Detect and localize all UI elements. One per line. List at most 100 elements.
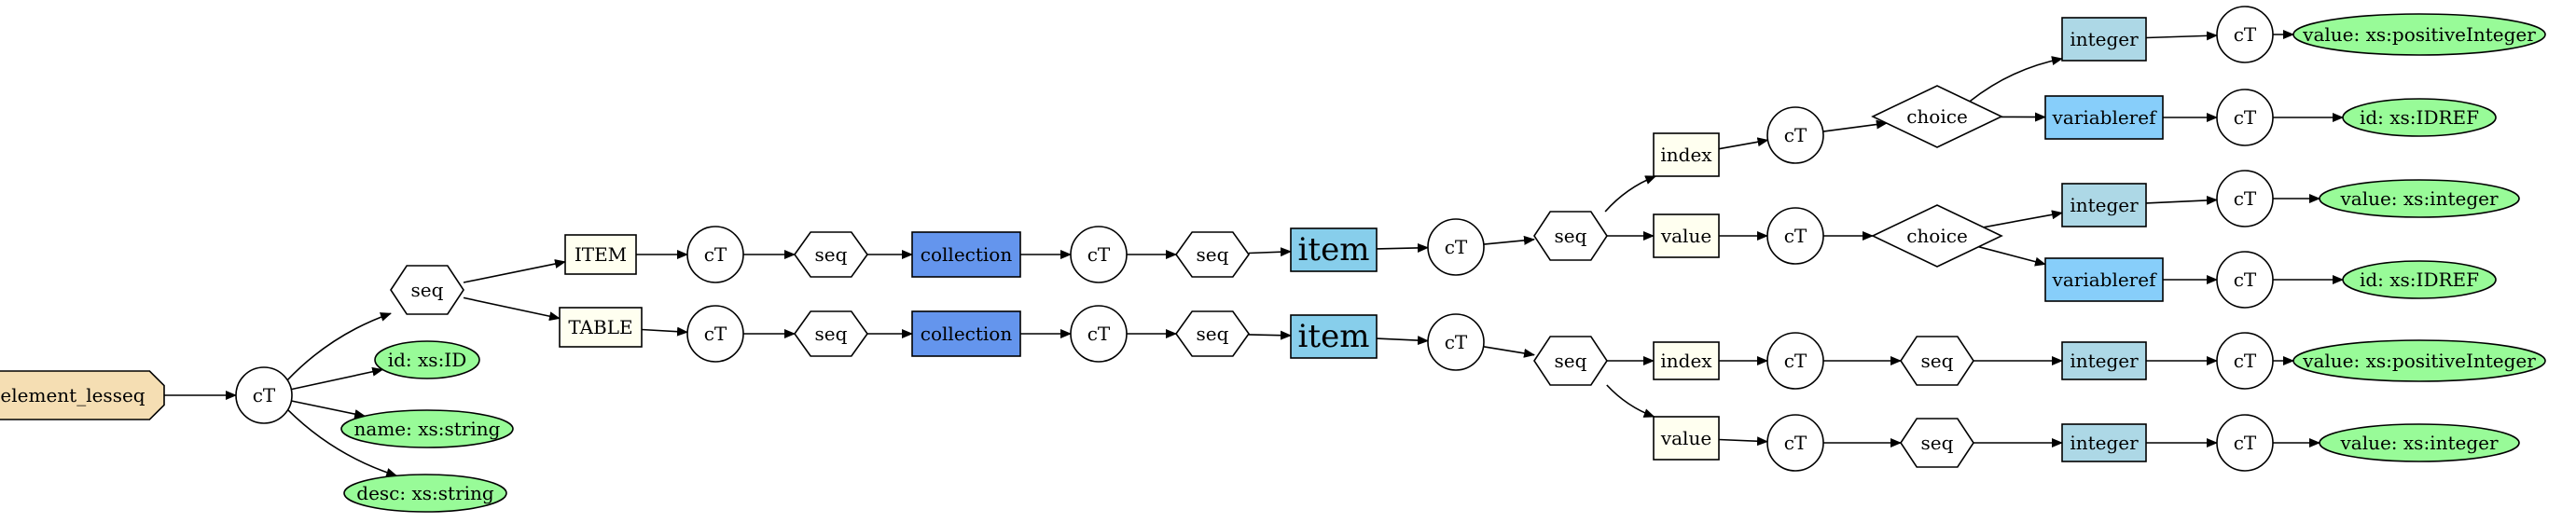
node-seq4: seq: [794, 310, 868, 357]
node-ct11-label: cT: [1087, 323, 1111, 345]
node-coll1: collection: [911, 231, 1021, 278]
node-ct12-label: cT: [1445, 331, 1468, 353]
node-ct16-shape: [2216, 414, 2274, 472]
node-valD-label: value: xs:integer: [2339, 432, 2499, 454]
node-ct4-label: cT: [1784, 124, 1807, 146]
node-ct12: cT: [1427, 313, 1485, 371]
node-intC-label: integer: [2070, 350, 2139, 372]
node-intC: integer: [2061, 341, 2147, 380]
node-attrDesc-shape: [343, 474, 507, 513]
node-ct3: cT: [1427, 218, 1485, 276]
node-ct9: cT: [2216, 251, 2274, 309]
node-valueB-shape: [1653, 416, 1720, 461]
node-ct7: cT: [1766, 207, 1824, 265]
node-varA-shape: [2044, 95, 2164, 140]
node-ct16: cT: [2216, 414, 2274, 472]
edge-choiceB-to-intB: [1983, 210, 2063, 228]
node-seq3: seq: [1533, 211, 1608, 261]
node-seq6: seq: [1533, 336, 1608, 386]
node-seq1: seq: [794, 231, 868, 278]
node-coll2-shape: [911, 310, 1021, 357]
node-choiceB: choice: [1871, 204, 2003, 268]
edge-itemB-to-ct12: [1376, 336, 1429, 346]
node-valD-shape: [2319, 423, 2520, 462]
node-itemA-label: item: [1298, 231, 1370, 268]
node-attrName-shape: [340, 409, 514, 448]
node-ct7-shape: [1766, 207, 1824, 265]
node-attrId-shape: [374, 340, 480, 379]
node-idB-label: id: xs:IDREF: [2360, 268, 2479, 291]
node-valB: value: xs:integer: [2319, 179, 2520, 218]
edge-intA-to-ct5: [2145, 31, 2218, 41]
edge-choiceA-to-intA: [1969, 56, 2063, 103]
node-valueB: value: [1653, 416, 1720, 461]
edge-seq2-to-itemA: [1248, 247, 1292, 257]
node-ct13-shape: [1766, 332, 1824, 390]
node-itemB-label: item: [1298, 318, 1370, 355]
node-seq6-label: seq: [1555, 350, 1587, 372]
node-ct8: cT: [2216, 170, 2274, 227]
node-intB-shape: [2061, 183, 2147, 227]
node-valueA-label: value: [1660, 225, 1711, 247]
node-ct13-label: cT: [1784, 350, 1807, 372]
node-ct10-label: cT: [704, 323, 727, 345]
node-idA: id: xs:IDREF: [2342, 98, 2497, 137]
node-indexA: index: [1653, 132, 1720, 177]
node-varB: variableref: [2044, 257, 2164, 302]
node-valA: value: xs:positiveInteger: [2292, 13, 2546, 56]
node-ct0-label: cT: [253, 384, 276, 406]
node-root-label: element_lesseq: [0, 384, 145, 406]
node-itemA: item: [1290, 227, 1378, 272]
node-seq3-label: seq: [1555, 225, 1587, 247]
node-intD-shape: [2061, 423, 2147, 462]
node-choiceB-label: choice: [1906, 225, 1968, 247]
node-ct1-shape: [686, 226, 744, 283]
node-ct0-shape: [235, 366, 293, 424]
node-valB-label: value: xs:integer: [2339, 187, 2499, 210]
node-ct5: cT: [2216, 6, 2274, 63]
edge-choiceB-to-varB: [1978, 245, 2046, 267]
node-seq0-label: seq: [411, 279, 444, 301]
node-seq8-shape: [1900, 418, 1974, 468]
node-ct0: cT: [235, 366, 293, 424]
node-ct3-label: cT: [1445, 236, 1468, 258]
node-choiceB-shape: [1871, 204, 2003, 268]
edge-itemA-to-ct3: [1376, 242, 1429, 253]
node-ct14-label: cT: [2234, 350, 2257, 372]
edge-ct3-to-seq3: [1483, 235, 1535, 245]
node-valueB-label: value: [1660, 427, 1711, 449]
node-ct2-shape: [1070, 226, 1128, 283]
node-ct2-label: cT: [1087, 243, 1111, 266]
node-valB-shape: [2319, 179, 2520, 218]
node-seq5-label: seq: [1197, 323, 1229, 345]
node-ct7-label: cT: [1784, 225, 1807, 247]
edge-ct0-to-attrName: [291, 400, 367, 419]
node-ct4: cT: [1766, 106, 1824, 164]
node-ct12-shape: [1427, 313, 1485, 371]
node-seq2-label: seq: [1197, 243, 1229, 266]
node-intD: integer: [2061, 423, 2147, 462]
node-ct6-shape: [2216, 89, 2274, 146]
node-ct15-label: cT: [1784, 432, 1807, 454]
node-seq0-shape: [390, 265, 464, 315]
edges-layer: [164, 30, 2344, 477]
node-table_el-shape: [559, 307, 643, 348]
edge-seq6-to-valueB: [1606, 384, 1655, 418]
node-attrId-label: id: xs:ID: [388, 349, 467, 371]
node-idB-shape: [2342, 260, 2497, 299]
edge-table_el-to-ct10: [641, 326, 688, 337]
node-itemB: item: [1290, 314, 1378, 359]
node-choiceA-label: choice: [1906, 105, 1968, 128]
node-indexB-shape: [1653, 341, 1720, 380]
node-ct6-label: cT: [2234, 106, 2257, 129]
node-ct10-shape: [686, 305, 744, 363]
node-ct13: cT: [1766, 332, 1824, 390]
node-idB: id: xs:IDREF: [2342, 260, 2497, 299]
node-ct15: cT: [1766, 414, 1824, 472]
node-seq8: seq: [1900, 418, 1974, 468]
node-ct1: cT: [686, 226, 744, 283]
node-ct1-label: cT: [704, 243, 727, 266]
node-intA: integer: [2061, 17, 2147, 62]
edge-ct0-to-attrDesc: [287, 409, 398, 477]
node-ct10: cT: [686, 305, 744, 363]
